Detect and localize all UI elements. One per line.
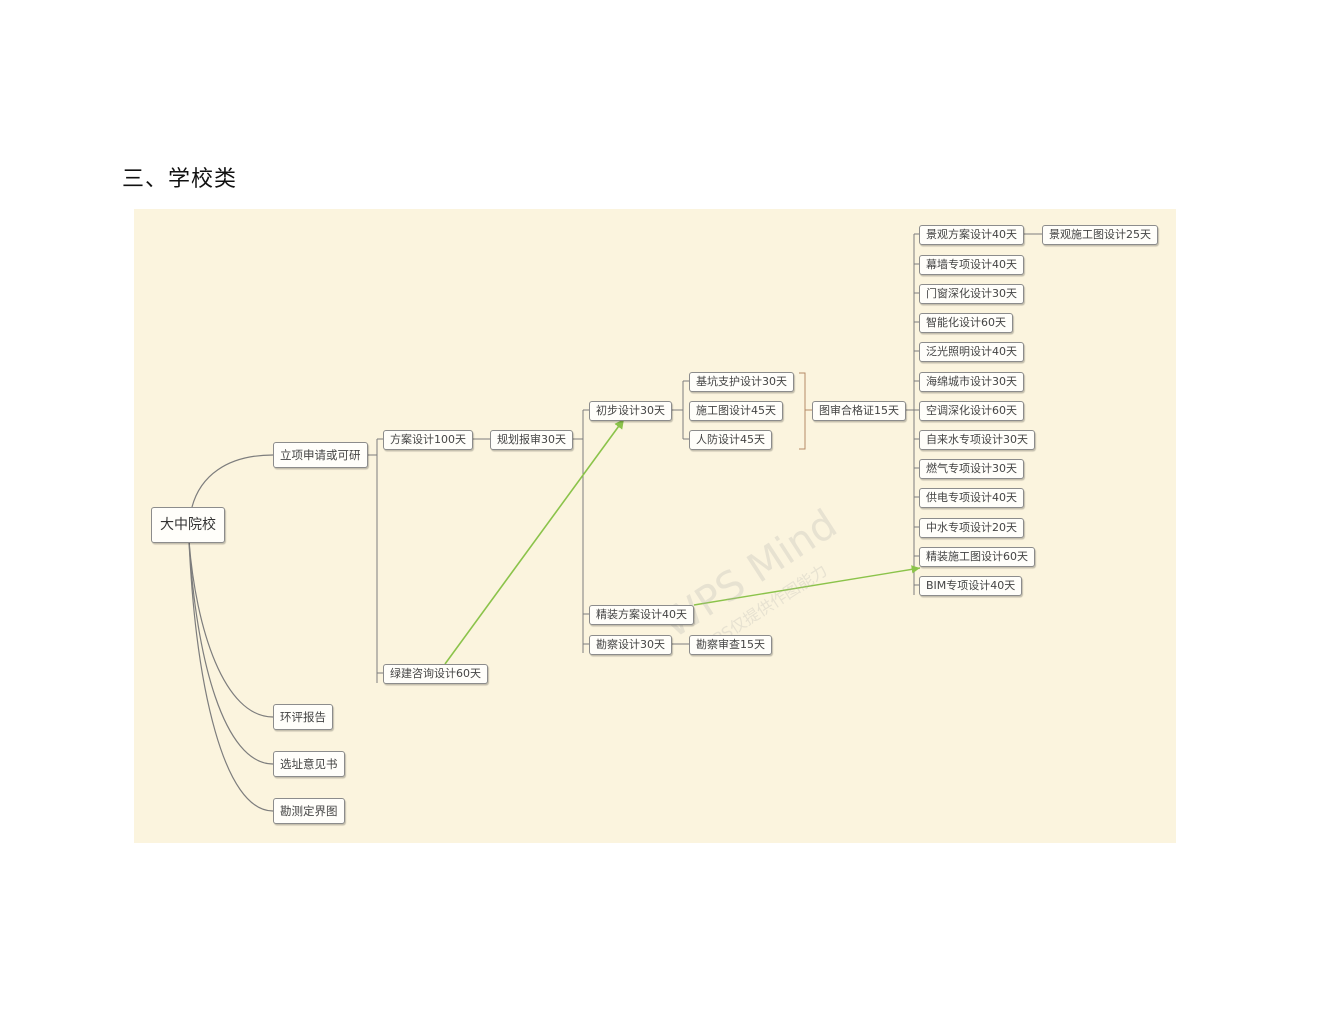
node-kancha-shencha[interactable]: 勘察审查15天 [689,635,772,655]
node-jikeng[interactable]: 基坑支护设计30天 [689,372,794,392]
node-kongtiao[interactable]: 空调深化设计60天 [919,401,1024,421]
node-xuanzhi[interactable]: 选址意见书 [273,751,345,777]
node-bim[interactable]: BIM专项设计40天 [919,576,1023,596]
node-lvjian[interactable]: 绿建咨询设计60天 [383,664,488,684]
node-menchuang[interactable]: 门窗深化设计30天 [919,284,1024,304]
mindmap-canvas: WPS Mind WPS仅提供作图能力 大中院校 立项申请或可研 环评报告 选址… [134,209,1176,843]
connector-tushen-trunk [902,233,919,595]
node-jingzhuang-shigong[interactable]: 精装施工图设计60天 [919,547,1035,567]
node-root[interactable]: 大中院校 [151,507,225,543]
connector-root-xuanzhi [188,540,274,765]
node-fanguang[interactable]: 泛光照明设计40天 [919,342,1024,362]
connector-root-kance [188,540,274,812]
connector-guihua-trunk [571,409,589,653]
connector-lixiang-trunk [367,438,383,683]
node-zhongshui[interactable]: 中水专项设计20天 [919,518,1024,538]
node-jingzhuang-fangan[interactable]: 精装方案设计40天 [589,605,694,625]
node-renfang[interactable]: 人防设计45天 [689,430,772,450]
node-ranqi[interactable]: 燃气专项设计30天 [919,459,1024,479]
page-title: 三、学校类 [122,167,238,192]
node-jingguan-shigong[interactable]: 景观施工图设计25天 [1042,225,1158,245]
node-shigongtu[interactable]: 施工图设计45天 [689,401,783,421]
node-kancha[interactable]: 勘察设计30天 [589,635,672,655]
mindmap-connectors [188,233,1042,812]
connector-chubu-trunk [672,380,689,440]
node-fangan[interactable]: 方案设计100天 [383,430,473,450]
node-tushen[interactable]: 图审合格证15天 [812,401,906,421]
node-jingguan-fangan[interactable]: 景观方案设计40天 [919,225,1024,245]
node-chubu[interactable]: 初步设计30天 [589,401,672,421]
arrow-lvjian-to-chubu [444,418,625,665]
node-kance-dingjie[interactable]: 勘测定界图 [273,798,345,824]
node-lixiang[interactable]: 立项申请或可研 [273,442,368,468]
node-guihua[interactable]: 规划报审30天 [490,430,573,450]
node-gongdian[interactable]: 供电专项设计40天 [919,488,1024,508]
node-muqiang[interactable]: 幕墙专项设计40天 [919,255,1024,275]
node-huanping[interactable]: 环评报告 [273,704,333,730]
connector-root-lixiang [191,454,274,508]
node-haimian[interactable]: 海绵城市设计30天 [919,372,1024,392]
bracket-to-tushen [799,372,812,450]
arrow-jingzhuang-to-shigong [693,565,921,606]
node-zhineng[interactable]: 智能化设计60天 [919,313,1013,333]
connector-root-huanping [188,540,274,718]
node-zilaishui[interactable]: 自来水专项设计30天 [919,430,1035,450]
